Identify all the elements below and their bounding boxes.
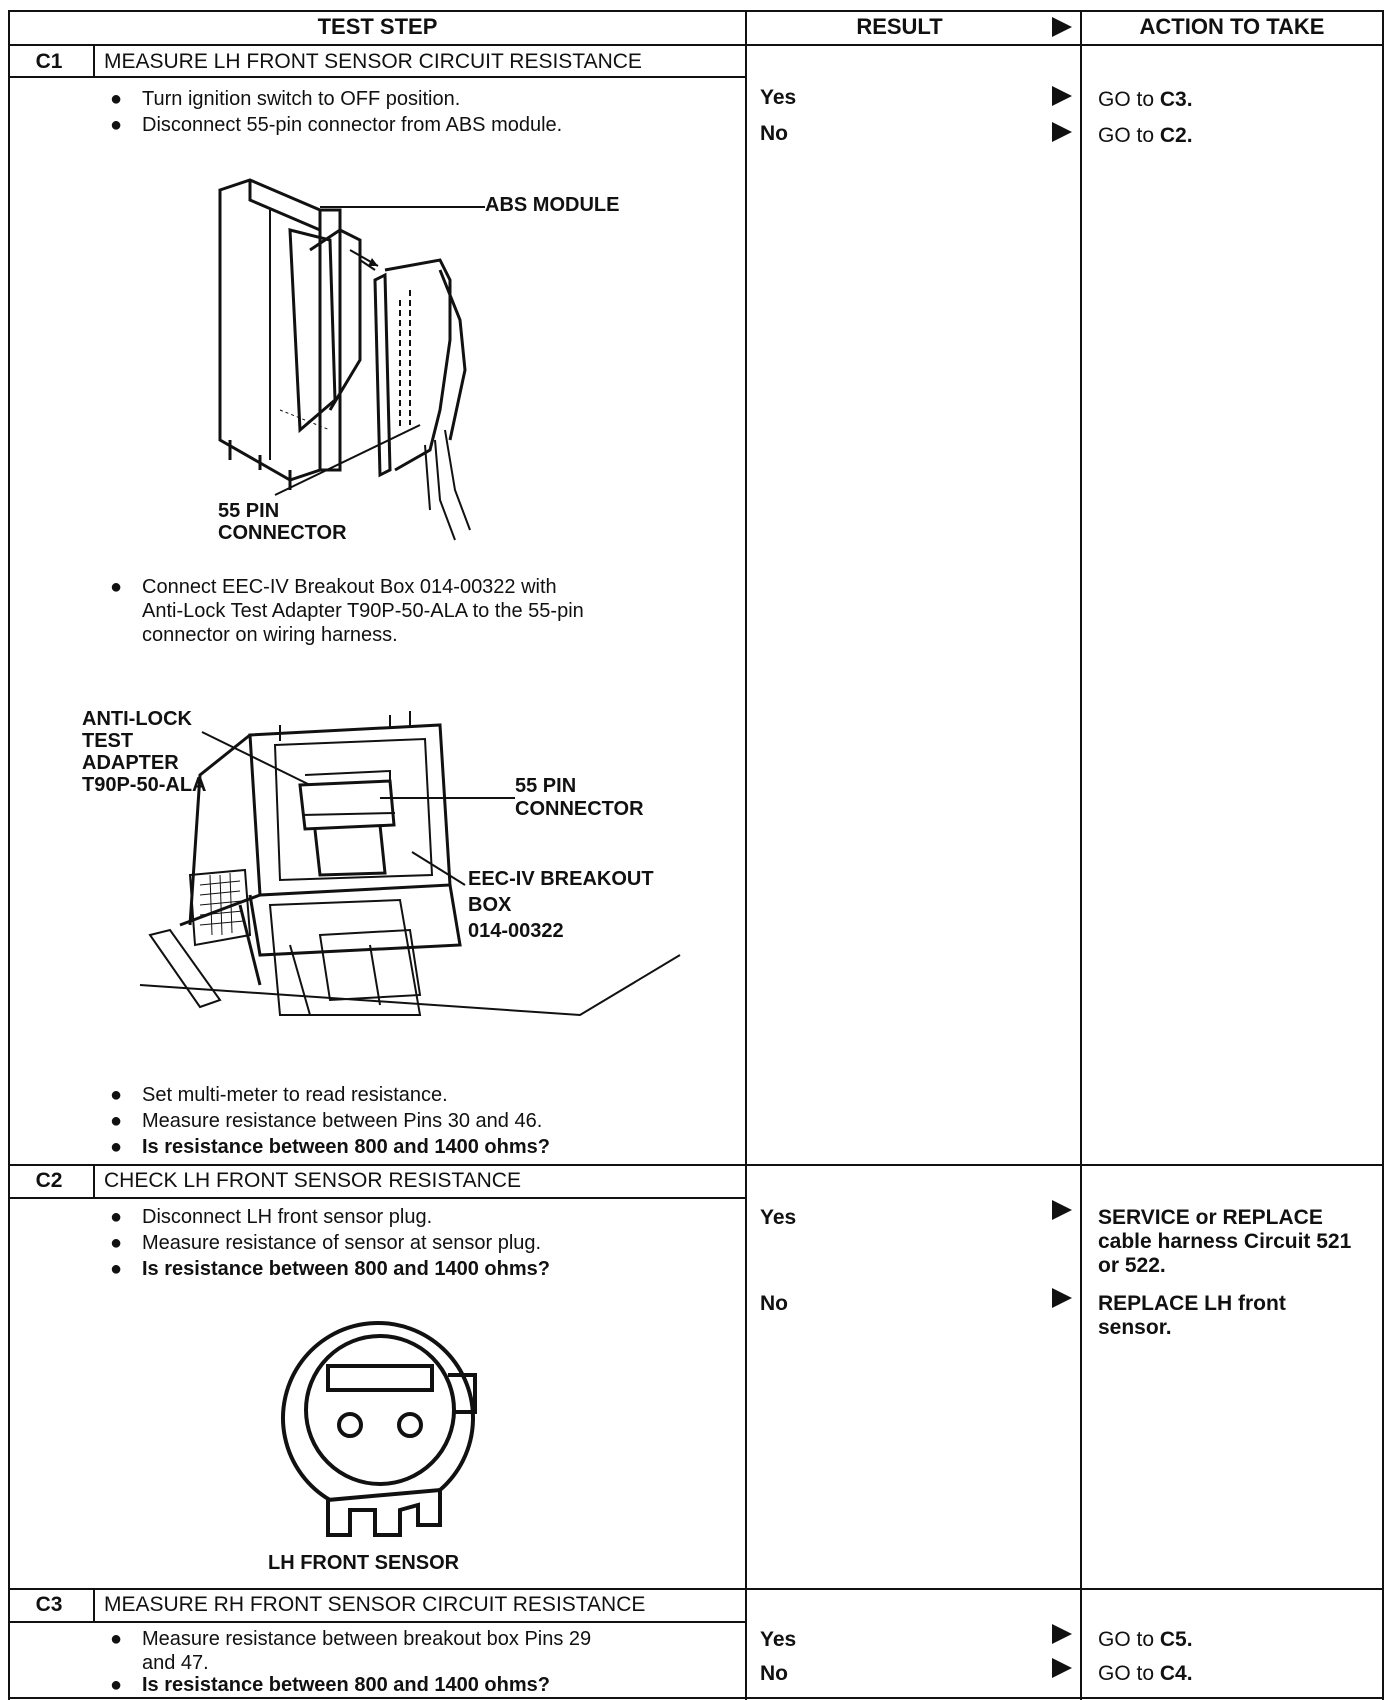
c2-action-no-1: REPLACE LH front (1098, 1292, 1286, 1315)
pin-connector-label-2: CONNECTOR (218, 522, 347, 544)
c3-action-yes: GO to C5. (1098, 1628, 1193, 1651)
adapter-label-3: ADAPTER (82, 752, 179, 774)
breakout-label-1: EEC-IV BREAKOUT (468, 868, 654, 890)
c1-no-arrow-icon (1052, 122, 1072, 142)
breakout-label-3: 014-00322 (468, 920, 564, 942)
c3-result-yes: Yes (760, 1628, 797, 1651)
lh-front-sensor-caption: LH FRONT SENSOR (268, 1552, 460, 1574)
adapter-leader (201, 731, 311, 786)
bullet-icon: ● (109, 1628, 123, 1650)
lh-front-sensor-figure (281, 1321, 477, 1537)
header-test-step: TEST STEP (317, 14, 438, 39)
c2-result-yes: Yes (760, 1206, 797, 1229)
c2-result-no: No (760, 1292, 788, 1315)
c1-result-no: No (760, 122, 788, 145)
pin-connector-leader (274, 424, 421, 496)
pin-connector-2-leader (380, 797, 515, 799)
adapter-label-2: TEST (82, 730, 134, 752)
c3-action-no: GO to C4. (1098, 1662, 1193, 1685)
c2-no-arrow-icon (1052, 1288, 1072, 1308)
abs-module-label: ABS MODULE (485, 194, 620, 216)
step-title-c1: MEASURE LH FRONT SENSOR CIRCUIT RESISTAN… (104, 50, 642, 73)
breakout-label-2: BOX (468, 894, 512, 916)
abs-module-figure (218, 178, 471, 541)
c3-no-arrow-icon (1052, 1658, 1072, 1678)
c1-result-yes: Yes (760, 86, 797, 109)
step-id-c1: C1 (35, 50, 63, 73)
pin-connector-2-label-1: 55 PIN (515, 775, 577, 797)
bullet-icon: ● (109, 1258, 123, 1280)
c2-yes-arrow-icon (1052, 1200, 1072, 1220)
c2-action-yes-1: SERVICE or REPLACE (1098, 1206, 1323, 1229)
bullet-icon: ● (109, 114, 123, 136)
header-arrow-icon (1052, 17, 1072, 37)
abs-module-leader (320, 206, 485, 208)
c3-result-no: No (760, 1662, 788, 1685)
header-action: ACTION TO TAKE (1139, 14, 1325, 39)
bullet-icon: ● (109, 88, 123, 110)
c3-yes-arrow-icon (1052, 1624, 1072, 1644)
pin-connector-label-1: 55 PIN (218, 500, 280, 522)
c1-action-no: GO to C2. (1098, 124, 1193, 147)
bullet-icon: ● (109, 1232, 123, 1254)
c2-action-yes-3: or 522. (1098, 1254, 1166, 1277)
header-result: RESULT (856, 14, 943, 39)
c2-action-yes-2: cable harness Circuit 521 (1098, 1230, 1352, 1253)
pin-connector-2-label-2: CONNECTOR (515, 798, 644, 820)
adapter-label-1: ANTI-LOCK (82, 708, 192, 730)
bullet-icon: ● (109, 1084, 123, 1106)
bullet-icon: ● (109, 1206, 123, 1228)
bullet-icon: ● (109, 576, 123, 598)
bullet-icon: ● (109, 1110, 123, 1132)
c1-yes-arrow-icon (1052, 86, 1072, 106)
c1-action-yes: GO to C3. (1098, 88, 1193, 111)
bullet-icon: ● (109, 1674, 123, 1696)
adapter-label-4: T90P-50-ALA (82, 774, 207, 796)
bullet-icon: ● (109, 1136, 123, 1158)
breakout-leader (411, 851, 466, 886)
step-id-c2: C2 (35, 1169, 63, 1192)
step-title-c2: CHECK LH FRONT SENSOR RESISTANCE (104, 1169, 521, 1192)
step-id-c3: C3 (35, 1593, 63, 1616)
step-title-c3: MEASURE RH FRONT SENSOR CIRCUIT RESISTAN… (104, 1593, 646, 1616)
c2-action-no-2: sensor. (1098, 1316, 1172, 1339)
